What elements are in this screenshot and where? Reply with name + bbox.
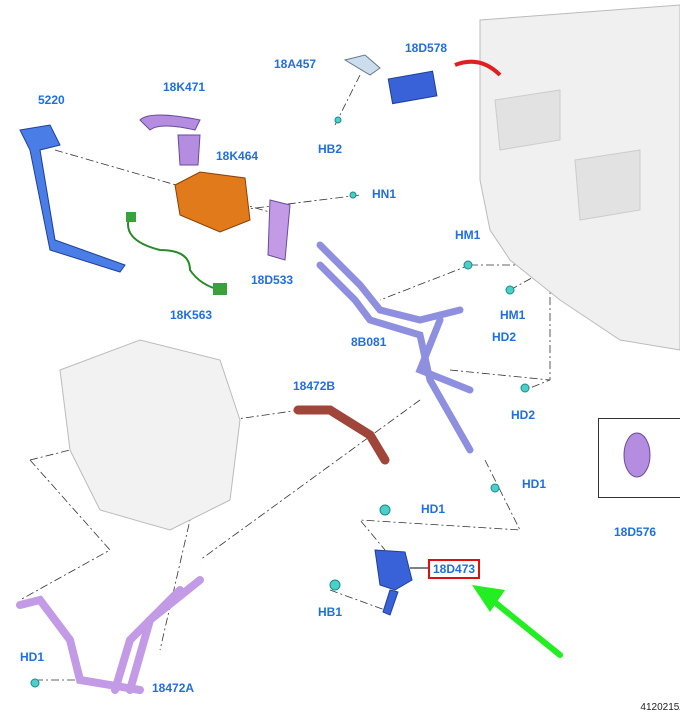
direction-arrow-red: [454, 59, 502, 77]
callout-18472B[interactable]: 18472B: [293, 379, 336, 393]
callout-HD1-right[interactable]: HD1: [522, 477, 547, 491]
callout-18D473-highlighted[interactable]: 18D473: [428, 559, 481, 579]
callout-HM1-upper[interactable]: HM1: [455, 228, 481, 242]
callout-HD1-center[interactable]: HD1: [421, 502, 446, 516]
part-18D578: [387, 70, 438, 105]
engine-block: [59, 339, 241, 531]
part-18472B: [293, 405, 390, 465]
callout-HM1-lower[interactable]: HM1: [500, 308, 526, 322]
callout-HD1-left[interactable]: HD1: [20, 650, 45, 664]
part-18K471: [139, 114, 201, 166]
part-18K563: [127, 214, 221, 291]
callout-18A457[interactable]: 18A457: [274, 57, 317, 71]
callout-5220[interactable]: 5220: [38, 93, 65, 107]
callout-18D576[interactable]: 18D576: [614, 525, 657, 539]
clips: [30, 116, 530, 688]
callout-18472A[interactable]: 18472A: [152, 681, 195, 695]
inset-box-18D576: [598, 418, 680, 498]
part-18K464: [174, 171, 251, 233]
callout-18D578[interactable]: 18D578: [405, 41, 448, 55]
callout-HD2-lower[interactable]: HD2: [511, 408, 536, 422]
callout-18K563[interactable]: 18K563: [170, 308, 213, 322]
callout-18K471[interactable]: 18K471: [163, 80, 206, 94]
callout-HB1[interactable]: HB1: [318, 605, 343, 619]
part-8B081: [316, 241, 474, 454]
reference-number: 4120215A: [640, 702, 680, 713]
part-18D576: [623, 432, 651, 478]
green-pointer-arrow: [472, 585, 563, 658]
callout-HB2[interactable]: HB2: [318, 142, 343, 156]
part-18D533: [267, 199, 291, 261]
callout-18D533[interactable]: 18D533: [251, 273, 294, 287]
callout-HD2-upper[interactable]: HD2: [492, 330, 517, 344]
part-5220: [19, 124, 126, 273]
callout-HN1[interactable]: HN1: [372, 187, 397, 201]
part-18472A: [16, 576, 204, 694]
callout-8B081[interactable]: 8B081: [351, 335, 387, 349]
part-18A457: [343, 54, 381, 76]
part-18D473: [374, 549, 413, 616]
callout-18K464[interactable]: 18K464: [216, 149, 259, 163]
